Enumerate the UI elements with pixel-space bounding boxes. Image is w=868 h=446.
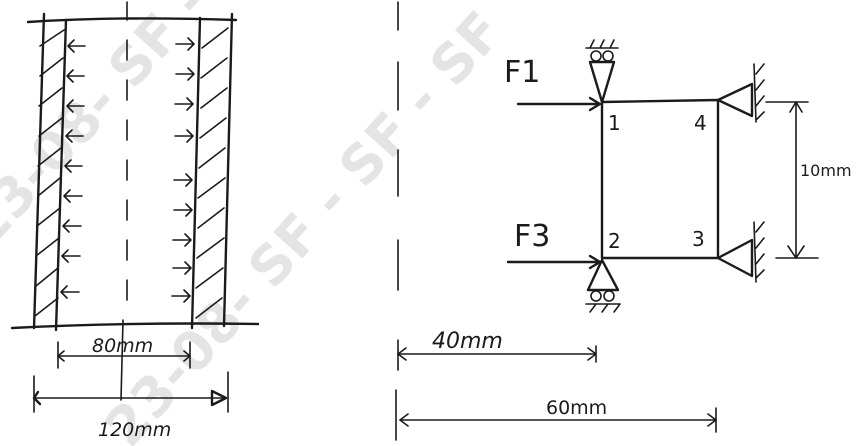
pipe-bottom-line: [10, 322, 260, 330]
right-wall-outer: [222, 12, 234, 328]
dimension-60mm: 60mm: [399, 397, 717, 433]
right-pressure-arrows: [171, 37, 195, 303]
force-f1-label: F1: [504, 55, 540, 90]
force-f3: F3: [506, 219, 602, 270]
pipe-centreline: [120, 1, 128, 401]
force-f3-label: F3: [514, 219, 550, 254]
element-figure: F1 F3 1 4 2 3: [395, 1, 852, 441]
outer-diameter-label: 120mm: [98, 419, 171, 441]
dimension-60mm-label: 60mm: [546, 397, 607, 419]
pin-support-node-4: [716, 63, 765, 123]
left-wall-outer: [32, 12, 46, 330]
watermark: 23-08- SF - SF - SF 23-08- SF - SF - SF: [0, 0, 515, 446]
left-wall-inner: [54, 18, 68, 332]
pin-support-node-3: [716, 221, 765, 283]
height-label: 10mm: [800, 161, 852, 180]
dimension-40mm: 40mm: [397, 329, 597, 363]
pipe-wall-figure: 80mm 120mm: [10, 1, 260, 441]
node-label-2: 2: [608, 229, 621, 253]
force-f1: F1: [504, 55, 602, 112]
roller-support-node-2: [585, 258, 621, 313]
inner-diameter-label: 80mm: [92, 335, 153, 357]
left-wall-hatching: [34, 29, 65, 317]
outer-diameter-dimension: 120mm: [32, 371, 229, 441]
dimension-40mm-label: 40mm: [432, 329, 503, 354]
height-dimension: 10mm: [765, 101, 852, 259]
right-wall-inner: [190, 16, 202, 330]
pipe-top-line: [26, 17, 238, 24]
roller-support-node-1: [585, 39, 619, 104]
node-label-4: 4: [694, 111, 707, 135]
reference-line: [395, 1, 399, 441]
inner-diameter-dimension: 80mm: [57, 335, 191, 369]
node-label-1: 1: [608, 111, 621, 135]
node-label-3: 3: [692, 227, 705, 251]
right-wall-hatching: [195, 27, 229, 319]
left-pressure-arrows: [60, 39, 86, 299]
